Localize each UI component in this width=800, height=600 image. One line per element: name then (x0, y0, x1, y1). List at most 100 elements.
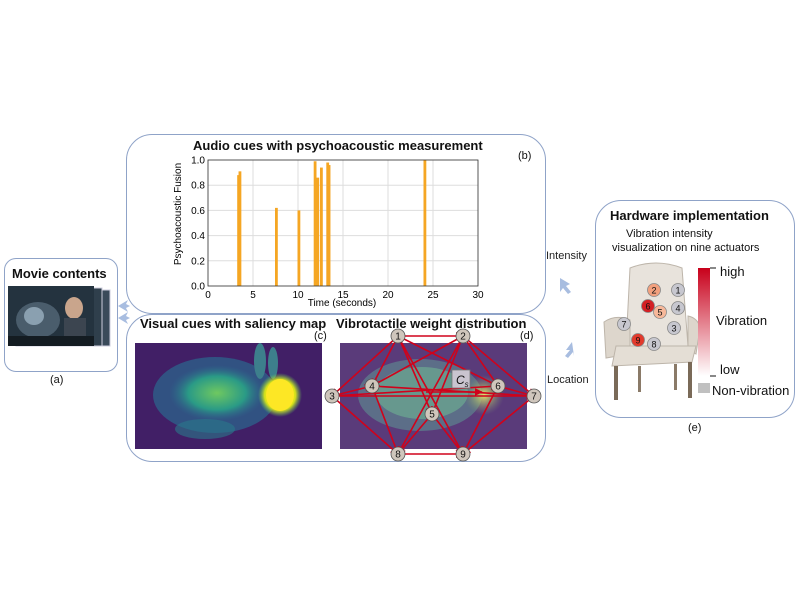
actuator-node-6 (490, 378, 506, 394)
audio-caption: (b) (518, 150, 532, 162)
hardware-caption: (e) (688, 422, 702, 434)
weight-edge (430, 335, 464, 415)
movie-caption: (a) (50, 374, 64, 386)
actuator-node-label: 2 (460, 332, 466, 343)
chair-actuator-label: 7 (621, 320, 626, 330)
chair-actuator-8 (647, 337, 661, 351)
visual-caption: (c) (314, 330, 327, 342)
actuator-node-7 (526, 388, 542, 404)
fusion-bar (320, 167, 323, 286)
y-tick-label: 0.6 (191, 206, 205, 217)
weight-edge (371, 385, 535, 400)
chair-actuator-2 (647, 283, 661, 297)
x-tick-label: 30 (472, 290, 484, 301)
legend-vibration: Vibration (716, 313, 768, 328)
x-tick-label: 5 (250, 290, 256, 301)
chair-actuator-7 (617, 317, 631, 331)
y-tick-label: 0.8 (191, 181, 205, 192)
actuator-node-label: 9 (460, 450, 466, 461)
fusion-bar (313, 161, 317, 286)
fusion-bar (238, 171, 242, 286)
y-tick-label: 0.0 (191, 282, 205, 293)
audio-panel (126, 134, 546, 314)
weight-edge (462, 385, 499, 455)
arrow-intensity-icon (560, 278, 571, 294)
chair-actuator-label: 3 (671, 324, 676, 334)
y-axis-label: Psychoacoustic Fusion (173, 163, 184, 265)
vibro-title: Vibrotactile weight distribution (336, 316, 527, 331)
location-label: Location (547, 374, 589, 386)
actuator-node-label: 3 (329, 392, 335, 403)
x-axis-label: Time (seconds) (308, 298, 377, 308)
chair-actuator-3 (667, 321, 681, 335)
actuator-node-label: 6 (495, 382, 501, 393)
actuator-node-5 (424, 406, 440, 422)
chair-actuator-6 (641, 299, 655, 313)
x-tick-label: 20 (382, 290, 394, 301)
x-tick-label: 25 (427, 290, 439, 301)
actuator-node-3 (324, 388, 340, 404)
chair-actuator-label: 8 (651, 340, 656, 350)
fusion-bar (275, 207, 278, 286)
chair-actuator-9 (631, 333, 645, 347)
chair-actuator-label: 4 (675, 304, 680, 314)
y-tick-label: 0.2 (191, 256, 205, 267)
weight-edge (462, 335, 535, 397)
actuator-node-2 (455, 328, 471, 344)
weight-edge (462, 335, 499, 387)
weight-edge (371, 385, 400, 455)
legend-high: high (720, 264, 745, 279)
vibro-caption: (d) (520, 330, 534, 342)
fusion-bar (327, 165, 331, 286)
fusion-bar (316, 177, 320, 286)
fusion-bar (297, 210, 301, 286)
weight-edge (397, 335, 499, 387)
actuator-node-label: 4 (369, 382, 375, 393)
hardware-title: Hardware implementation (610, 208, 769, 223)
chair-actuator-4 (671, 301, 685, 315)
weight-edge (331, 395, 399, 455)
arrow-movie-visual-icon (118, 312, 130, 324)
movie-title: Movie contents (12, 266, 107, 281)
actuator-node-label: 7 (531, 392, 537, 403)
movie-frames-image (8, 286, 111, 347)
weight-edge (462, 395, 535, 455)
centroid-subscript: s (465, 380, 469, 389)
chair-actuator-1 (671, 283, 685, 297)
x-tick-label: 15 (337, 290, 349, 301)
chair-actuator-5 (653, 305, 667, 319)
weight-edge (371, 335, 464, 387)
fusion-bar (423, 160, 427, 286)
legend-non-vibration: Non-vibration (712, 383, 790, 398)
y-tick-label: 1.0 (191, 156, 205, 167)
saliency-map-image (135, 343, 322, 449)
actuator-node-8 (390, 446, 406, 462)
weight-edge (397, 335, 464, 455)
non-vibration-swatch (698, 383, 710, 393)
actuator-node-label: 1 (395, 332, 401, 343)
vibration-scale-bar (698, 268, 710, 376)
chair-actuator-label: 9 (635, 336, 640, 346)
vibration-legend (698, 267, 716, 393)
chair-actuator-label: 1 (675, 286, 680, 296)
x-tick-label: 10 (292, 290, 304, 301)
centroid-badge (451, 369, 471, 389)
arrow-location-icon (565, 342, 574, 358)
plot-frame (207, 159, 479, 287)
intensity-label: Intensity (546, 250, 587, 262)
actuator-node-1 (390, 328, 406, 344)
svg-text:Cs: Cs (456, 373, 469, 389)
legend-low: low (720, 362, 740, 377)
x-tick-label: 0 (205, 290, 211, 301)
visual-title: Visual cues with saliency map (140, 316, 327, 331)
actuator-node-label: 8 (395, 450, 401, 461)
arrow-movie-audio-icon (118, 300, 130, 312)
audio-title: Audio cues with psychoacoustic measureme… (193, 138, 483, 153)
chair-actuator-label: 2 (651, 286, 656, 296)
weight-edge (371, 335, 399, 387)
y-tick-label: 0.4 (191, 231, 205, 242)
chair-actuator-label: 5 (657, 308, 662, 318)
